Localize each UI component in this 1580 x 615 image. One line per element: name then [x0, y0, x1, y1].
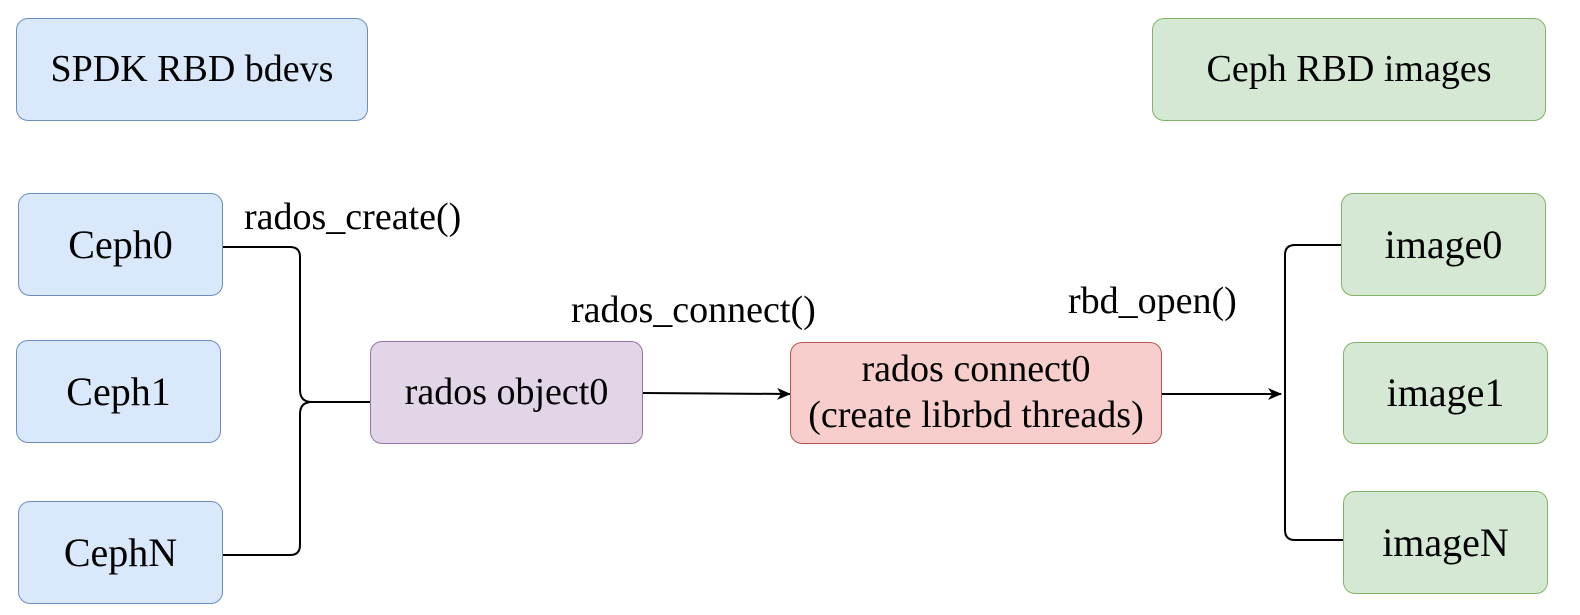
rados-connect-line1: rados connect0	[861, 348, 1091, 391]
rados-connect-line2: (create librbd threads)	[808, 394, 1144, 436]
image-node-image0[interactable]: image0	[1341, 193, 1546, 296]
bdev-label: Ceph0	[68, 221, 173, 267]
edge-label-rbd-open: rbd_open()	[1068, 280, 1237, 322]
edge-object-to-connect	[642, 387, 791, 400]
bdev-node-cephn[interactable]: CephN	[18, 501, 223, 604]
edge-cephn-to-object	[223, 401, 313, 556]
bdev-label: Ceph1	[66, 368, 171, 414]
edge-label-rados-create: rados_create()	[244, 196, 462, 238]
edge-label-rados-connect: rados_connect()	[571, 289, 816, 331]
edge-to-image0	[1284, 244, 1343, 541]
spdk-rbd-bdevs-title: SPDK RBD bdevs	[16, 18, 368, 121]
image-node-image1[interactable]: image1	[1343, 342, 1548, 444]
bdev-node-ceph1[interactable]: Ceph1	[16, 340, 221, 443]
bdev-label: CephN	[63, 529, 178, 575]
spdk-rbd-bdevs-text: SPDK RBD bdevs	[50, 47, 334, 90]
rados-connect-node[interactable]: rados connect0 (create librbd threads)	[790, 342, 1162, 444]
image-label: image0	[1384, 221, 1503, 267]
ceph-rbd-images-title: Ceph RBD images	[1152, 18, 1546, 121]
image-label: imageN	[1382, 519, 1509, 565]
image-label: image1	[1386, 370, 1505, 415]
rados-connect-text: rados connect0 (create librbd threads)	[808, 347, 1144, 438]
rados-object-label: rados object0	[404, 370, 609, 413]
rados-object-node[interactable]: rados object0	[370, 341, 643, 444]
bdev-node-ceph0[interactable]: Ceph0	[18, 193, 223, 296]
edge-ceph0-to-object	[223, 246, 371, 403]
ceph-rbd-images-text: Ceph RBD images	[1206, 47, 1492, 90]
image-node-imagen[interactable]: imageN	[1343, 491, 1548, 594]
